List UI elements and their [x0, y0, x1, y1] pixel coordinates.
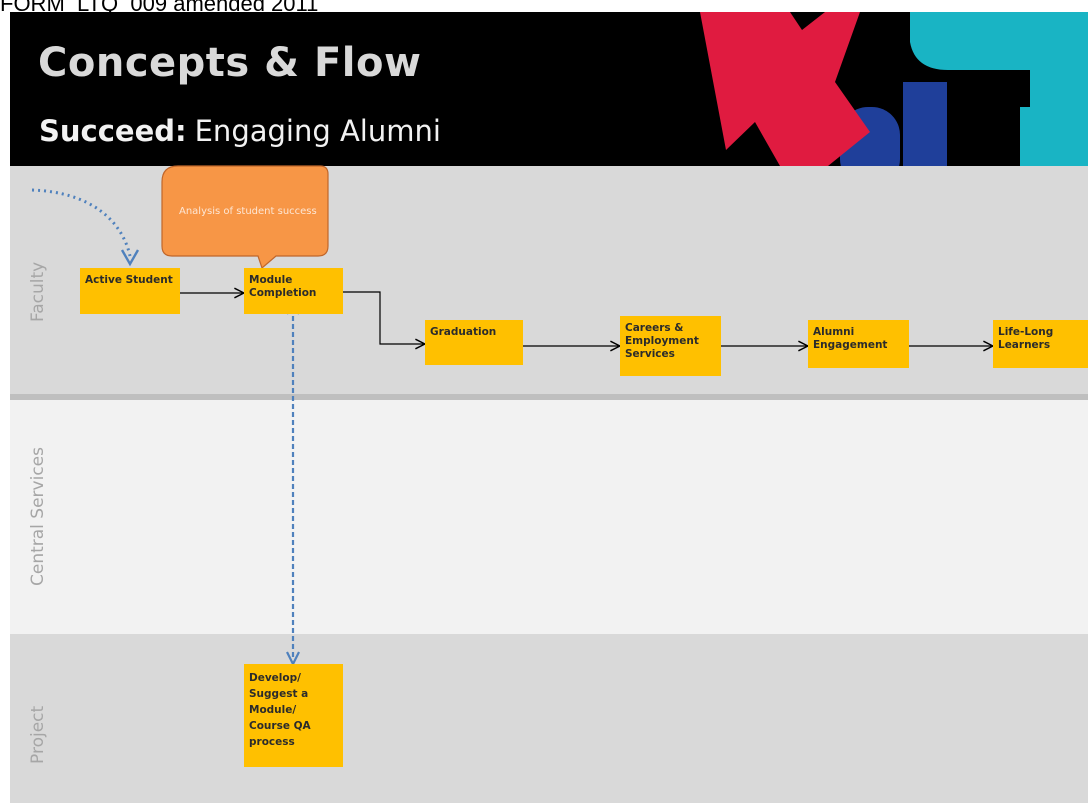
arrow-module-to-graduation: [343, 291, 425, 344]
subtitle-lead: Succeed:: [39, 114, 187, 148]
brand-arrow-graphic: [700, 12, 1088, 166]
slide-header: Concepts & Flow Succeed:Engaging Alumni: [10, 12, 1088, 166]
lane-divider: [10, 394, 1088, 400]
callout-text: Analysis of student success: [179, 206, 317, 217]
step-graduation: Graduation: [425, 320, 523, 365]
step-alumni-engagement: Alumni Engagement: [808, 320, 909, 368]
page-subtitle: Succeed:Engaging Alumni: [39, 114, 441, 148]
callout-bubble: [161, 165, 329, 270]
step-develop-qa-process: Develop/ Suggest a Module/ Course QA pro…: [244, 664, 343, 767]
slide: Concepts & Flow Succeed:Engaging Alumni …: [10, 12, 1088, 803]
central-services-lane: [10, 400, 1088, 634]
page-title: Concepts & Flow: [38, 40, 422, 86]
step-careers-employment: Careers & Employment Services: [620, 316, 721, 376]
flow-connectors: [31, 165, 1088, 667]
step-active-student: Active Student: [80, 268, 180, 314]
subtitle-text: Engaging Alumni: [194, 114, 441, 148]
step-module-completion: Module Completion: [244, 268, 343, 314]
step-life-long-learners: Life-Long Learners: [993, 320, 1088, 368]
dotted-entry-arrow: [31, 188, 132, 257]
project-lane: [10, 634, 1088, 803]
